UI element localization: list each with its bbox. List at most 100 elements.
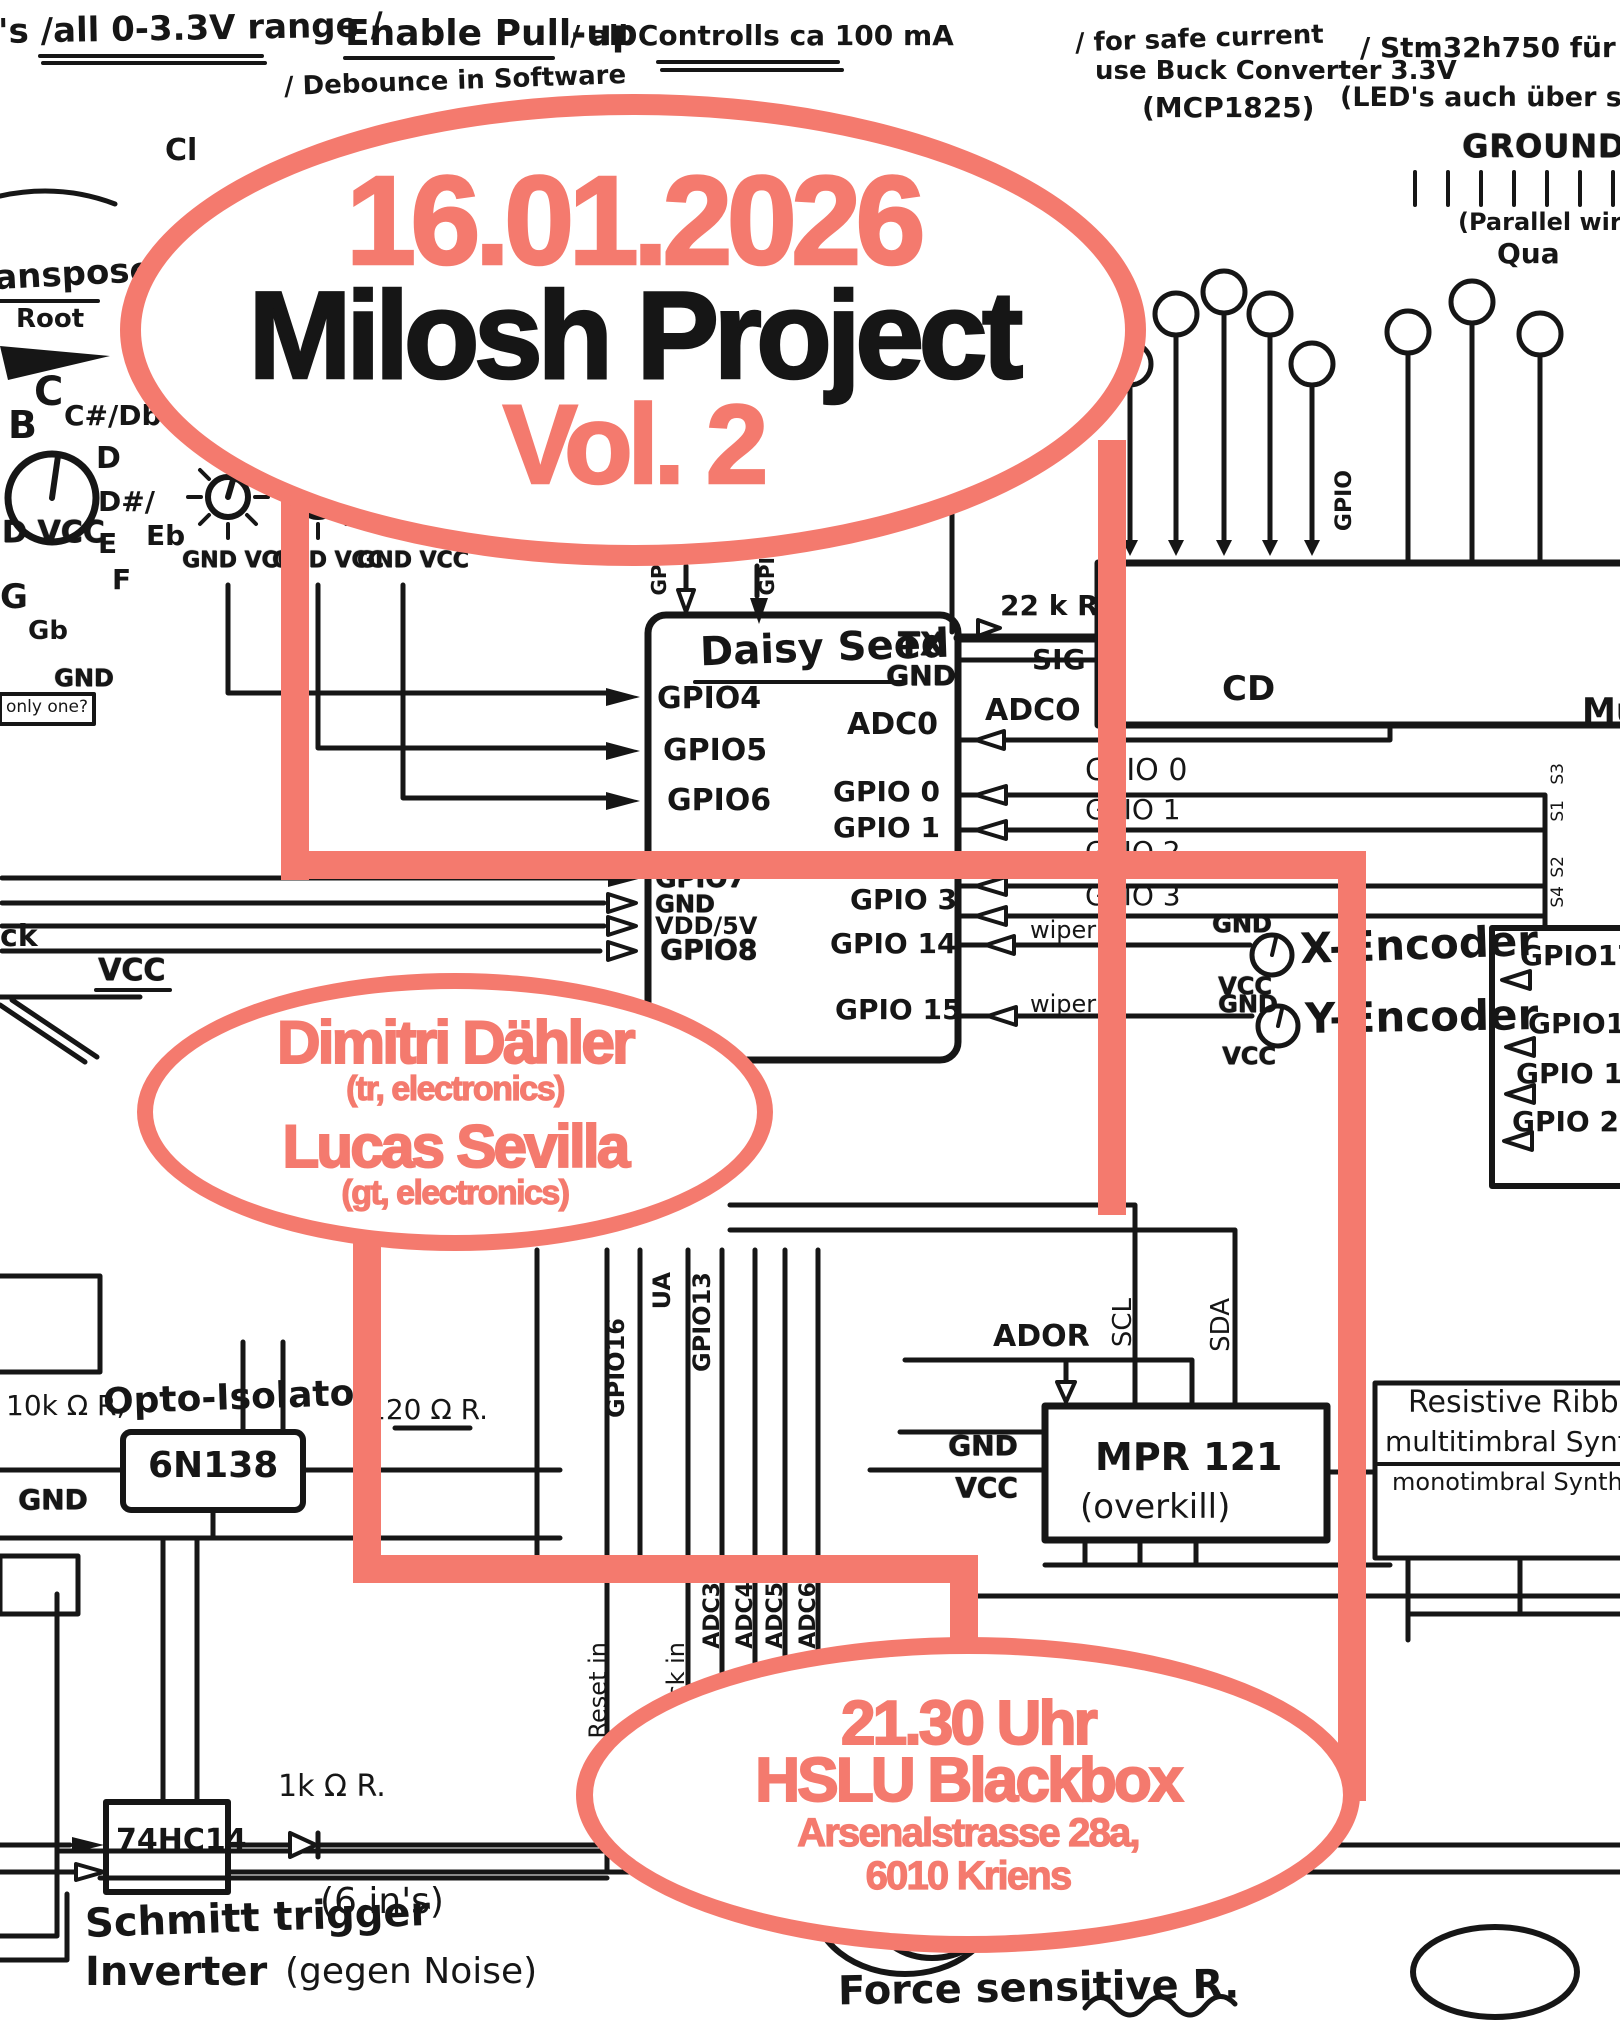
only-one-box bbox=[0, 692, 96, 726]
label-10k-resistor: 10k Ω R, bbox=[6, 1389, 126, 1422]
note-letter: G bbox=[0, 577, 28, 617]
bus-s-label: S2 bbox=[1548, 856, 1568, 878]
event-title: Milosh Project bbox=[247, 267, 1024, 406]
label-y-gnd: GND bbox=[1218, 990, 1278, 1018]
bus-s-label: S3 bbox=[1548, 763, 1568, 785]
label-y-vcc: VCC bbox=[1222, 1042, 1276, 1070]
chip-pin-left: VDD/5V bbox=[655, 912, 758, 940]
label-6n138: 6N138 bbox=[148, 1445, 279, 1486]
label-mux-mu: Mu bbox=[1582, 691, 1620, 731]
event-venue: HSLU Blackbox bbox=[754, 1746, 1184, 1816]
chip-pin-right: ADC0 bbox=[847, 707, 939, 742]
big-knob-icon bbox=[4, 450, 100, 546]
label-d-vcc: D VCC bbox=[2, 515, 105, 550]
chip-pin-left: GPIO4 bbox=[657, 681, 762, 716]
label-wiper-x: wiper bbox=[1030, 916, 1097, 944]
chip-pin-left: GPIO8 bbox=[660, 933, 758, 966]
encoder-pin: GPIO17 bbox=[1520, 939, 1620, 972]
label-inverter: Inverter bbox=[85, 1949, 268, 1995]
chip-pin-right: GPIO 15 bbox=[835, 993, 962, 1026]
label-120-resistor: 120 Ω R. bbox=[368, 1393, 488, 1426]
label-sig: SIG bbox=[1032, 643, 1086, 676]
connector-line-bottom-horizontal bbox=[353, 1555, 978, 1583]
label-only-one: only one? bbox=[6, 697, 89, 717]
label-vcc-mid: VCC bbox=[98, 953, 166, 988]
ribbon-box bbox=[1372, 1380, 1620, 1561]
note-leds: (LED's auch über sc bbox=[1340, 82, 1620, 113]
note-pullup: Enable Pull-up bbox=[345, 13, 638, 54]
artist-1-name: Dimitri Dähler bbox=[276, 1008, 636, 1076]
note-letter: Gb bbox=[28, 616, 68, 646]
note-letter: C bbox=[34, 369, 64, 415]
label-adc-bus: ADC4 bbox=[733, 1582, 758, 1649]
label-scl: SCL bbox=[1108, 1298, 1138, 1348]
label-1k-resistor: 1k Ω R. bbox=[278, 1769, 386, 1804]
label-6-ins: (6 in's) bbox=[320, 1881, 444, 1922]
label-mpr-vcc: VCC bbox=[955, 1471, 1018, 1504]
label-gnd-left: GND bbox=[54, 664, 114, 692]
connector-line-horizontal bbox=[281, 851, 1366, 879]
note-letter: E bbox=[98, 527, 118, 560]
label-x-encoder: X-Encoder bbox=[1299, 915, 1539, 974]
label-adc-bus: ADC6 bbox=[796, 1582, 821, 1649]
chip-pin-left: GPIO6 bbox=[667, 783, 772, 818]
artist-1-role: (tr, electronics) bbox=[346, 1069, 566, 1108]
y-encoder-knob-icon bbox=[1255, 1003, 1301, 1049]
label-force-sensitive: Force sensitive R. bbox=[837, 1961, 1240, 2015]
label-reset-in: Reset in bbox=[584, 1642, 612, 1739]
label-opto-isolator: Opto-Isolator bbox=[102, 1372, 373, 1423]
note-letter: F bbox=[112, 563, 132, 596]
label-opto-gnd: GND bbox=[18, 1483, 88, 1516]
knob-gnd-vcc-label: GND VCC bbox=[357, 548, 469, 573]
label-ck: ck bbox=[0, 919, 38, 954]
mpr121-box bbox=[1041, 1402, 1331, 1544]
encoder-pin-box bbox=[1489, 925, 1620, 1189]
connector-line-center-drop bbox=[1098, 440, 1126, 1215]
artists-bubble: Dimitri Dähler (tr, electronics) Lucas S… bbox=[137, 973, 773, 1251]
note-quarz: Qua bbox=[1497, 237, 1560, 270]
label-gpio16: GPIO16 bbox=[602, 1318, 630, 1419]
label-x-gnd: GND bbox=[1212, 910, 1272, 938]
label-mux-cd: CD bbox=[1222, 669, 1276, 709]
bottom-left-box bbox=[0, 1553, 81, 1617]
label-gegen-noise: (gegen Noise) bbox=[285, 1951, 538, 1992]
event-volume: Vol. 2 bbox=[502, 382, 770, 508]
underlines bbox=[0, 54, 1620, 1466]
label-monotimbral: monotimbral Synth bbox=[1392, 1468, 1620, 1496]
hollow-arrows bbox=[74, 588, 1536, 1882]
venue-bubble: 21.30 Uhr HSLU Blackbox Arsenalstrasse 2… bbox=[576, 1637, 1360, 1953]
note-adc-range: DC's /all 0-3.3V range / bbox=[0, 5, 384, 53]
label-22k-resistor: 22 k R, bbox=[1000, 589, 1110, 622]
corner-doodle bbox=[1410, 1924, 1580, 2020]
note-letter: B bbox=[8, 403, 37, 447]
event-time: 21.30 Uhr bbox=[840, 1689, 1099, 1759]
chip-pin-right: GPIO 1 bbox=[833, 811, 940, 844]
label-sda: SDA bbox=[1206, 1298, 1236, 1352]
note-letter: C#/Db bbox=[64, 399, 162, 432]
label-ribbon-title: Resistive Ribbon bbox=[1408, 1385, 1620, 1420]
encoder-pin: GPIO18 bbox=[1528, 1007, 1620, 1040]
note-parallel: (Parallel wir bbox=[1458, 208, 1620, 236]
label-gpio13: GPIO13 bbox=[688, 1272, 716, 1373]
multiplexer-box bbox=[1094, 559, 1620, 729]
schmitt-chip-box bbox=[103, 1799, 231, 1895]
artist-2-name: Lucas Sevilla bbox=[281, 1113, 631, 1180]
note-ground: GROUND bbox=[1462, 127, 1620, 165]
label-multitimbral: multitimbral Synth bbox=[1385, 1425, 1620, 1458]
label-adc-bus: ADC5 bbox=[763, 1582, 788, 1649]
label-root: Root bbox=[16, 304, 85, 334]
venue-address-1: Arsenalstrasse 28a, bbox=[797, 1811, 1142, 1856]
label-addr: ADOR bbox=[993, 1319, 1090, 1354]
chip-pin-left: GND bbox=[655, 890, 715, 918]
label-mpr-gnd: GND bbox=[948, 1429, 1018, 1462]
label-overkill: (overkill) bbox=[1080, 1487, 1231, 1527]
chip-gnd: GND bbox=[886, 659, 956, 692]
daisy-seed-box bbox=[644, 611, 962, 1064]
label-mpr121: MPR 121 bbox=[1095, 1435, 1283, 1479]
note-stm32: / Stm32h750 für bbox=[1360, 31, 1616, 64]
label-wiper-y: wiper bbox=[1030, 990, 1097, 1018]
note-letter: D#/ bbox=[98, 485, 155, 518]
filled-arrows bbox=[0, 346, 1320, 1853]
chip-pin-right: GPIO 0 bbox=[833, 775, 940, 808]
